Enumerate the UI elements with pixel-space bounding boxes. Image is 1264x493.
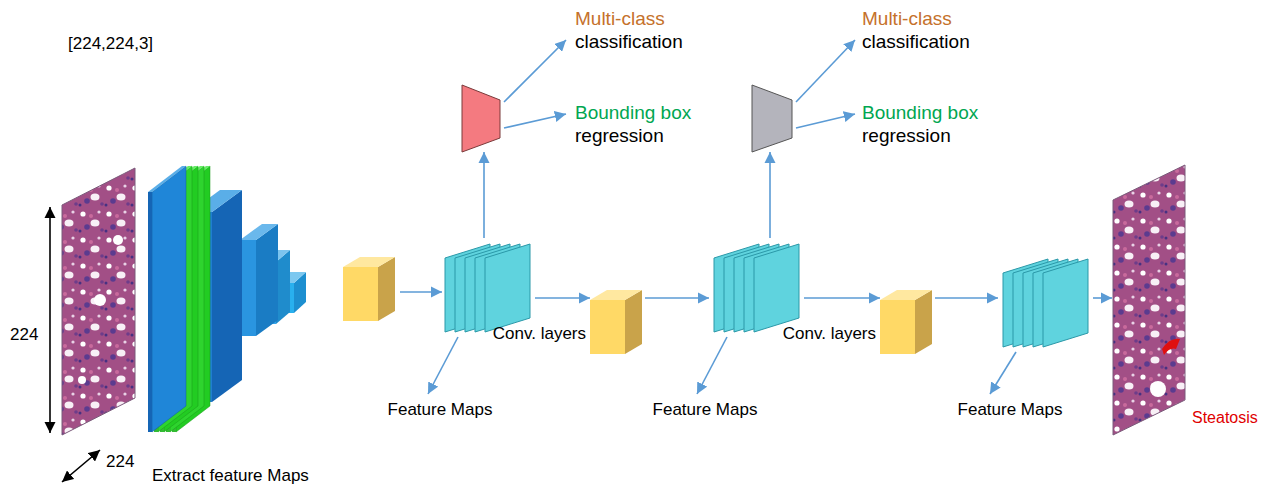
tissue-vacuole: [1150, 381, 1166, 397]
flow-arrows: [400, 40, 1016, 394]
width-arrow: [62, 450, 100, 482]
head-output: regression: [575, 125, 664, 148]
conv-layer-block: [343, 257, 395, 321]
steatosis-mark: [1162, 339, 1180, 355]
height-arrow: [49, 207, 51, 433]
flow-arrow: [769, 152, 771, 238]
input-image: [62, 168, 135, 435]
flow-arrow: [504, 40, 566, 102]
tissue-vacuole: [113, 235, 123, 245]
head-output: Multi-class: [862, 8, 952, 31]
flow-arrow: [796, 114, 855, 128]
conv-layer-block-outline: [590, 288, 645, 356]
feature-map-plate: [754, 244, 799, 332]
block-front: [590, 300, 625, 354]
dimension-label: 224: [10, 325, 38, 345]
head-output: Multi-class: [575, 8, 665, 31]
block-top: [880, 290, 932, 300]
conv-layer-block-outline: [880, 288, 935, 356]
block-front: [343, 267, 378, 321]
flow-arrow: [504, 114, 566, 128]
block-side: [915, 290, 932, 354]
flow-arrow: [483, 152, 485, 238]
conv-layers-label: Conv. layers: [783, 324, 876, 344]
flow-arrow: [1093, 297, 1112, 299]
block-top: [590, 290, 642, 300]
head-output: regression: [862, 125, 951, 148]
feature-maps-label: Feature Maps: [388, 400, 493, 420]
feature-map-stack: Feature Maps: [440, 240, 535, 335]
tissue-vacuole: [94, 294, 106, 306]
cnn-backbone: [148, 166, 306, 432]
input-size: [224,224,3]: [68, 34, 153, 54]
conv-layers-label: Conv. layers: [493, 324, 586, 344]
flow-arrow: [935, 297, 998, 299]
feature-map-stack-outline: [440, 240, 535, 335]
detection-head: [462, 85, 500, 152]
feature-map-stack: Feature Maps: [998, 255, 1093, 350]
leader-arrow: [990, 352, 1016, 394]
conv-layer-block: Conv. layers: [590, 288, 645, 356]
block-top: [240, 224, 278, 240]
slab-top: [148, 166, 186, 192]
leader-arrow: [697, 337, 727, 394]
output-image-slide: [1113, 165, 1185, 435]
flow-arrow: [645, 297, 709, 299]
flow-arrow: [796, 40, 855, 102]
head-output: classification: [575, 31, 683, 54]
feature-map-stack: Feature Maps: [709, 240, 804, 335]
output-image: Steatosis: [1112, 163, 1187, 438]
input-image-slide: [62, 168, 135, 435]
block-side: [256, 224, 278, 336]
block-side: [625, 290, 642, 354]
flow-arrow: [400, 291, 442, 293]
feature-map-plate: [1043, 259, 1088, 347]
conv-layer-block: Conv. layers: [880, 288, 935, 356]
stage-label: Extract feature Maps: [152, 466, 309, 486]
feature-map-stack-outline: [998, 255, 1093, 350]
feature-map-stack-outline: [709, 240, 804, 335]
flow-arrow: [804, 297, 880, 299]
dimension-label: 224: [106, 452, 134, 472]
head-output: Bounding box: [575, 102, 691, 125]
slab-front: [148, 192, 152, 432]
flow-arrow: [535, 297, 590, 299]
block-side: [378, 257, 395, 321]
feature-map-plate: [485, 244, 530, 332]
leader-arrow: [428, 337, 458, 394]
block-front: [240, 240, 256, 336]
class-name: Steatosis: [1192, 408, 1258, 427]
tissue-vacuole: [78, 376, 86, 384]
block-front: [880, 300, 915, 354]
head-output: classification: [862, 31, 970, 54]
detection-head: [752, 85, 792, 152]
block-top: [343, 257, 395, 267]
block-side: [276, 250, 290, 324]
feature-maps-label: Feature Maps: [653, 400, 758, 420]
output-image-outline: [1112, 163, 1187, 438]
block-side: [212, 190, 242, 402]
head-output: Bounding box: [862, 102, 978, 125]
slab-side: [152, 166, 186, 432]
feature-maps-label: Feature Maps: [958, 400, 1063, 420]
